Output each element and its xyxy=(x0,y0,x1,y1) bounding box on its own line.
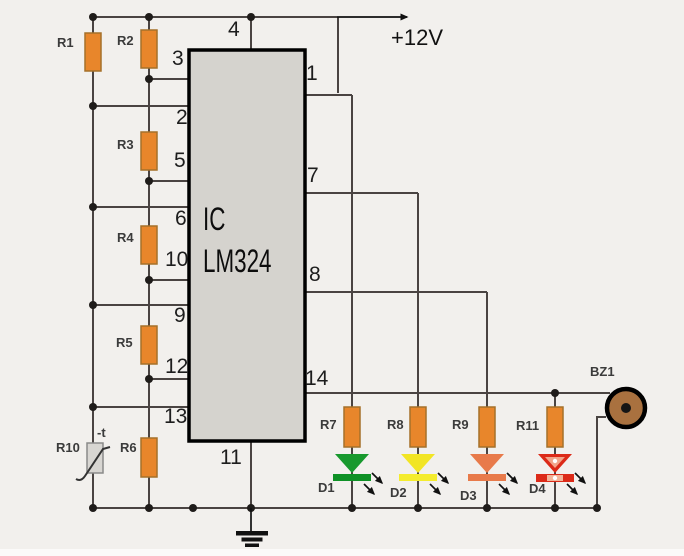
resistor-r6-body xyxy=(140,437,158,478)
pin-label-12: 12 xyxy=(165,355,189,378)
led-d2-bar xyxy=(399,474,437,481)
led-d2 xyxy=(399,454,450,496)
led-d4-label: D4 xyxy=(529,481,546,496)
circuit-wires xyxy=(92,13,610,509)
resistor-r1-label: R1 xyxy=(57,35,74,50)
led-d1-light-arrow xyxy=(371,472,384,485)
supply-voltage-label: +12V xyxy=(391,25,443,50)
pin-label-7: 7 xyxy=(307,164,319,187)
resistor-r5-label: R5 xyxy=(116,335,133,350)
led-d1-triangle xyxy=(335,454,369,473)
buzzer-center xyxy=(621,403,631,413)
led-d2-light-arrow xyxy=(429,483,442,496)
resistor-r3-label: R3 xyxy=(117,137,134,152)
resistor-r11-body xyxy=(546,406,564,448)
pin-label-5: 5 xyxy=(174,149,186,172)
resistor-r2-label: R2 xyxy=(117,33,134,48)
resistor-r8-body xyxy=(409,406,427,448)
resistor-r7-body xyxy=(343,406,361,448)
thermistor-t-marking: -t xyxy=(97,425,106,440)
pin-label-10: 10 xyxy=(165,248,189,271)
pin-label-11: 11 xyxy=(220,446,242,469)
led-d4-light-arrow xyxy=(566,483,579,496)
buzzer-bz1 xyxy=(604,386,648,430)
junction-dots xyxy=(89,13,601,512)
resistor-r11-label: R11 xyxy=(516,418,540,433)
thermistor-r10 xyxy=(75,442,111,481)
led-d4-light-arrow xyxy=(574,472,587,485)
pin-label-9: 9 xyxy=(174,304,186,327)
led-d1-light-arrow xyxy=(363,483,376,496)
pin-label-8: 8 xyxy=(309,263,321,286)
pin-label-1: 1 xyxy=(306,62,318,85)
ic-name-line2: LM324 xyxy=(203,243,272,279)
thermistor-r10-label: R10 xyxy=(56,440,80,455)
led-d2-triangle xyxy=(401,454,435,473)
thermistor-stroke xyxy=(75,446,111,481)
wire-buzzer-return xyxy=(596,416,606,508)
ic-lm324-body xyxy=(187,48,307,443)
led-d2-label: D2 xyxy=(390,485,407,500)
resistor-r6-label: R6 xyxy=(120,440,137,455)
led-d3 xyxy=(468,454,519,496)
resistors xyxy=(84,29,564,478)
led-d4 xyxy=(536,454,587,496)
led-d3-light-arrow xyxy=(506,472,519,485)
resistor-r4-body xyxy=(140,225,158,265)
pin-label-2: 2 xyxy=(176,106,188,129)
resistor-r1-body xyxy=(84,32,102,72)
page-edge xyxy=(0,549,684,556)
resistor-r5-body xyxy=(140,325,158,365)
led-d1-label: D1 xyxy=(318,480,335,495)
resistor-r3-body xyxy=(140,131,158,171)
resistor-r9-label: R9 xyxy=(452,417,469,432)
resistor-r7-label: R7 xyxy=(320,417,337,432)
pin-label-13: 13 xyxy=(164,405,188,428)
led-d3-bar xyxy=(468,474,506,481)
resistor-r9-body xyxy=(478,406,496,448)
pin-label-3: 3 xyxy=(172,47,184,70)
led-d3-label: D3 xyxy=(460,488,477,503)
buzzer-bz1-label: BZ1 xyxy=(590,364,615,379)
ic-name-line1: IC xyxy=(203,201,226,237)
ground-symbol xyxy=(236,508,268,553)
led-d3-light-arrow xyxy=(498,483,511,496)
pin-label-14: 14 xyxy=(305,367,329,390)
led-d3-triangle xyxy=(470,454,504,473)
resistor-r2-body xyxy=(140,29,158,69)
pin-label-6: 6 xyxy=(175,207,187,230)
pin-label-4: 4 xyxy=(228,18,240,41)
led-d1 xyxy=(333,454,384,496)
led-d1-bar xyxy=(333,474,371,481)
resistor-r8-label: R8 xyxy=(387,417,404,432)
led-d2-light-arrow xyxy=(437,472,450,485)
resistor-r4-label: R4 xyxy=(117,230,134,245)
